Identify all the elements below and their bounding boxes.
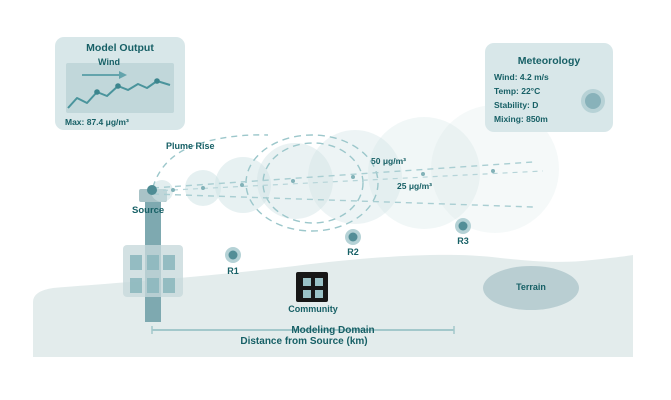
- distance-axis-label: Distance from Source (km): [240, 336, 368, 347]
- model-output-panel: Model Output Wind Max: 87.4 μg/m³: [55, 37, 185, 130]
- met-stability-value: Stability: D: [494, 100, 539, 110]
- sparkline-markers: [94, 78, 160, 95]
- receptor-markers: [225, 218, 471, 263]
- terrain-feature: [483, 266, 579, 310]
- meteorology-status-icon: [581, 89, 605, 113]
- community-building-windows: [303, 278, 323, 298]
- receptor-1-label: R1: [227, 266, 239, 276]
- meteorology-panel: Meteorology Wind: 4.2 m/s Temp: 22°C Sta…: [485, 43, 613, 132]
- met-temp-value: Temp: 22°C: [494, 86, 541, 96]
- source-label: Source: [132, 205, 165, 216]
- plume-rise-curve: [152, 134, 269, 188]
- centerline-dots: [171, 169, 495, 192]
- modeling-domain-label: Modeling Domain: [291, 325, 375, 336]
- met-mixing-value: Mixing: 850m: [494, 114, 548, 124]
- contour-50-label: 50 μg/m³: [371, 156, 406, 166]
- plume-rise-label: Plume Rise: [166, 141, 215, 151]
- contour-25-label: 25 μg/m³: [397, 181, 432, 191]
- model-output-title: Model Output: [86, 42, 154, 54]
- community-building: [296, 272, 328, 302]
- terrain-label: Terrain: [516, 282, 546, 292]
- stack-exit-point: [147, 185, 157, 195]
- sparkline-svg: [67, 71, 171, 109]
- wind-label: Wind: [98, 57, 120, 67]
- meteorology-status-icon-core: [585, 93, 601, 109]
- source-building-windows: [130, 255, 175, 293]
- plume-upper-envelope: [152, 161, 534, 189]
- concentration-contours: [245, 134, 379, 232]
- wind-arrow-icon: [82, 71, 127, 79]
- plume-lower-envelope: [152, 193, 534, 208]
- met-wind-value: Wind: 4.2 m/s: [494, 72, 549, 82]
- community-label: Community: [288, 304, 338, 314]
- meteorology-title: Meteorology: [517, 55, 581, 67]
- receptor-3-label: R3: [457, 236, 469, 246]
- receptor-2-label: R2: [347, 247, 359, 257]
- modeling-domain-line: [151, 326, 455, 334]
- max-concentration-label: Max: 87.4 μg/m³: [65, 117, 129, 127]
- model-output-chart: [66, 63, 174, 113]
